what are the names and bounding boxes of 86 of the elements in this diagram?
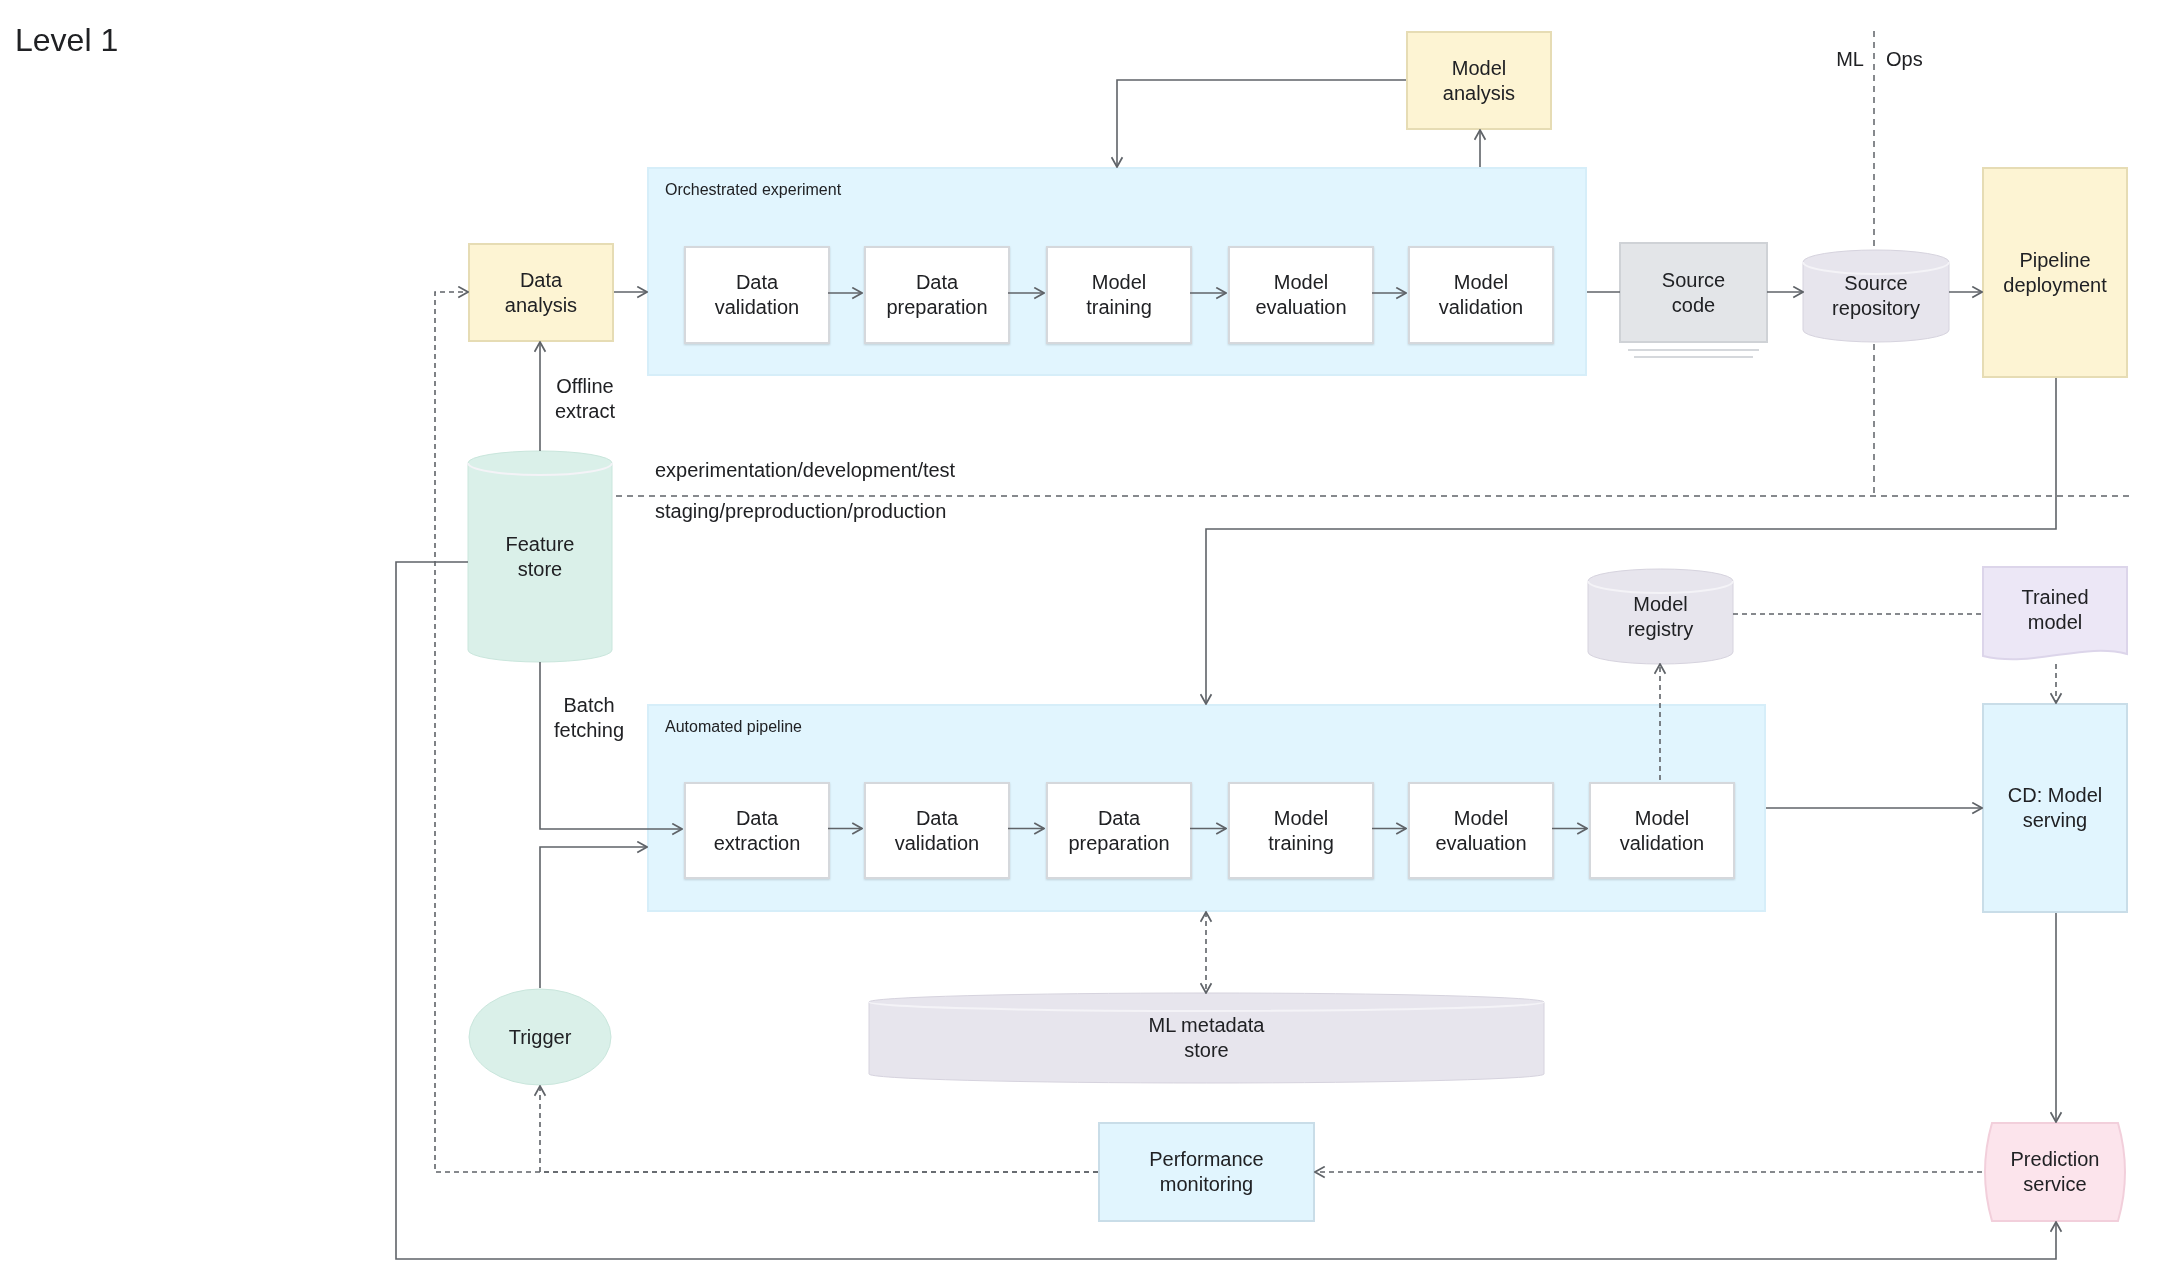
box-label: Trigger bbox=[508, 1024, 572, 1050]
arrow bbox=[1007, 286, 1045, 300]
database-cylinder bbox=[869, 993, 1544, 1083]
step-box bbox=[1228, 246, 1374, 344]
arrow bbox=[1653, 663, 1667, 781]
arrow bbox=[533, 1085, 1099, 1173]
arrow bbox=[1371, 822, 1407, 835]
step-box bbox=[684, 782, 830, 879]
box-label: Model registry bbox=[1626, 591, 1695, 642]
box-label: Model validation bbox=[1618, 805, 1706, 856]
panel-title: Orchestrated experiment bbox=[665, 181, 842, 199]
box-label: Model training bbox=[1267, 805, 1335, 856]
panel-title: Automated pipeline bbox=[665, 718, 802, 736]
arrow bbox=[1189, 286, 1227, 300]
connector-line bbox=[1586, 291, 1621, 293]
box-label: Performance monitoring bbox=[1148, 1147, 1265, 1197]
arrow bbox=[395, 561, 2063, 1260]
box-label: ML metadata store bbox=[1147, 1013, 1266, 1063]
arrow bbox=[1765, 801, 1983, 815]
arrow bbox=[2049, 912, 2063, 1123]
database-cylinder bbox=[468, 451, 612, 662]
pipeline-panel bbox=[647, 167, 1587, 376]
box-label: Model analysis bbox=[1441, 55, 1517, 106]
arrow bbox=[539, 661, 683, 836]
arrow bbox=[539, 840, 648, 989]
step-box bbox=[684, 246, 830, 344]
box-label: Model evaluation bbox=[1434, 805, 1528, 856]
box-label: Model validation bbox=[1437, 270, 1525, 320]
step-box bbox=[1046, 782, 1192, 879]
arrow bbox=[1314, 1165, 1983, 1179]
lane-label: Ops bbox=[1886, 48, 1923, 71]
box-label: CD: Model serving bbox=[2006, 783, 2104, 833]
arrow bbox=[1189, 822, 1227, 835]
code-box bbox=[1620, 243, 1767, 360]
arrow bbox=[1110, 79, 1407, 168]
page-title: Level 1 bbox=[15, 22, 119, 59]
step-box bbox=[1228, 782, 1374, 879]
box-label: Pipeline deployment bbox=[2002, 247, 2108, 298]
database-cylinder bbox=[1588, 569, 1733, 664]
step-box bbox=[864, 782, 1010, 879]
arrow bbox=[827, 286, 863, 300]
box-label: Data preparation bbox=[1067, 805, 1171, 856]
box-label: Data validation bbox=[893, 805, 981, 856]
arrow bbox=[1007, 822, 1045, 835]
box-label: Source code bbox=[1660, 267, 1727, 318]
pipeline-panel bbox=[647, 704, 1766, 912]
step-box bbox=[1589, 782, 1735, 879]
arrow bbox=[1766, 285, 1804, 299]
service-box bbox=[1982, 1122, 2128, 1222]
arrow bbox=[1199, 911, 1213, 994]
box-label: Data validation bbox=[713, 270, 801, 320]
arrow bbox=[1551, 822, 1588, 835]
box-label: Trained model bbox=[2020, 585, 2090, 635]
process-box bbox=[1982, 703, 2128, 913]
box-label: Data preparation bbox=[885, 270, 989, 320]
step-box bbox=[1408, 246, 1554, 344]
process-box bbox=[468, 243, 614, 342]
arrow bbox=[1371, 286, 1407, 300]
arrow bbox=[827, 822, 863, 835]
box-label: Model evaluation bbox=[1254, 270, 1348, 320]
step-box bbox=[1408, 782, 1554, 879]
arrow bbox=[2049, 663, 2063, 704]
arrow bbox=[1473, 129, 1487, 168]
arrow bbox=[613, 285, 648, 299]
connector-line bbox=[1732, 613, 1983, 615]
arrow bbox=[533, 341, 547, 452]
database-cylinder bbox=[1803, 250, 1949, 342]
process-box bbox=[1406, 31, 1552, 130]
trigger-ellipse bbox=[468, 988, 612, 1086]
arrow bbox=[1948, 285, 1983, 299]
arrow bbox=[1199, 377, 2057, 705]
box-label: Source repository bbox=[1831, 271, 1921, 321]
edge-label: Batch fetching bbox=[552, 693, 626, 743]
box-label: Data extraction bbox=[712, 805, 802, 856]
process-box bbox=[1098, 1122, 1315, 1222]
lane-label: ML bbox=[1836, 48, 1864, 71]
box-label: Model training bbox=[1085, 270, 1153, 320]
box-label: Prediction service bbox=[2009, 1147, 2101, 1197]
step-box bbox=[864, 246, 1010, 344]
process-box bbox=[1982, 167, 2128, 378]
step-box bbox=[1046, 246, 1192, 344]
edge-label: Offline extract bbox=[554, 374, 616, 424]
environment-label: experimentation/development/test bbox=[655, 459, 956, 482]
box-label: Feature store bbox=[504, 531, 576, 582]
box-label: Data analysis bbox=[503, 267, 579, 318]
environment-label: staging/preproduction/production bbox=[655, 500, 947, 523]
